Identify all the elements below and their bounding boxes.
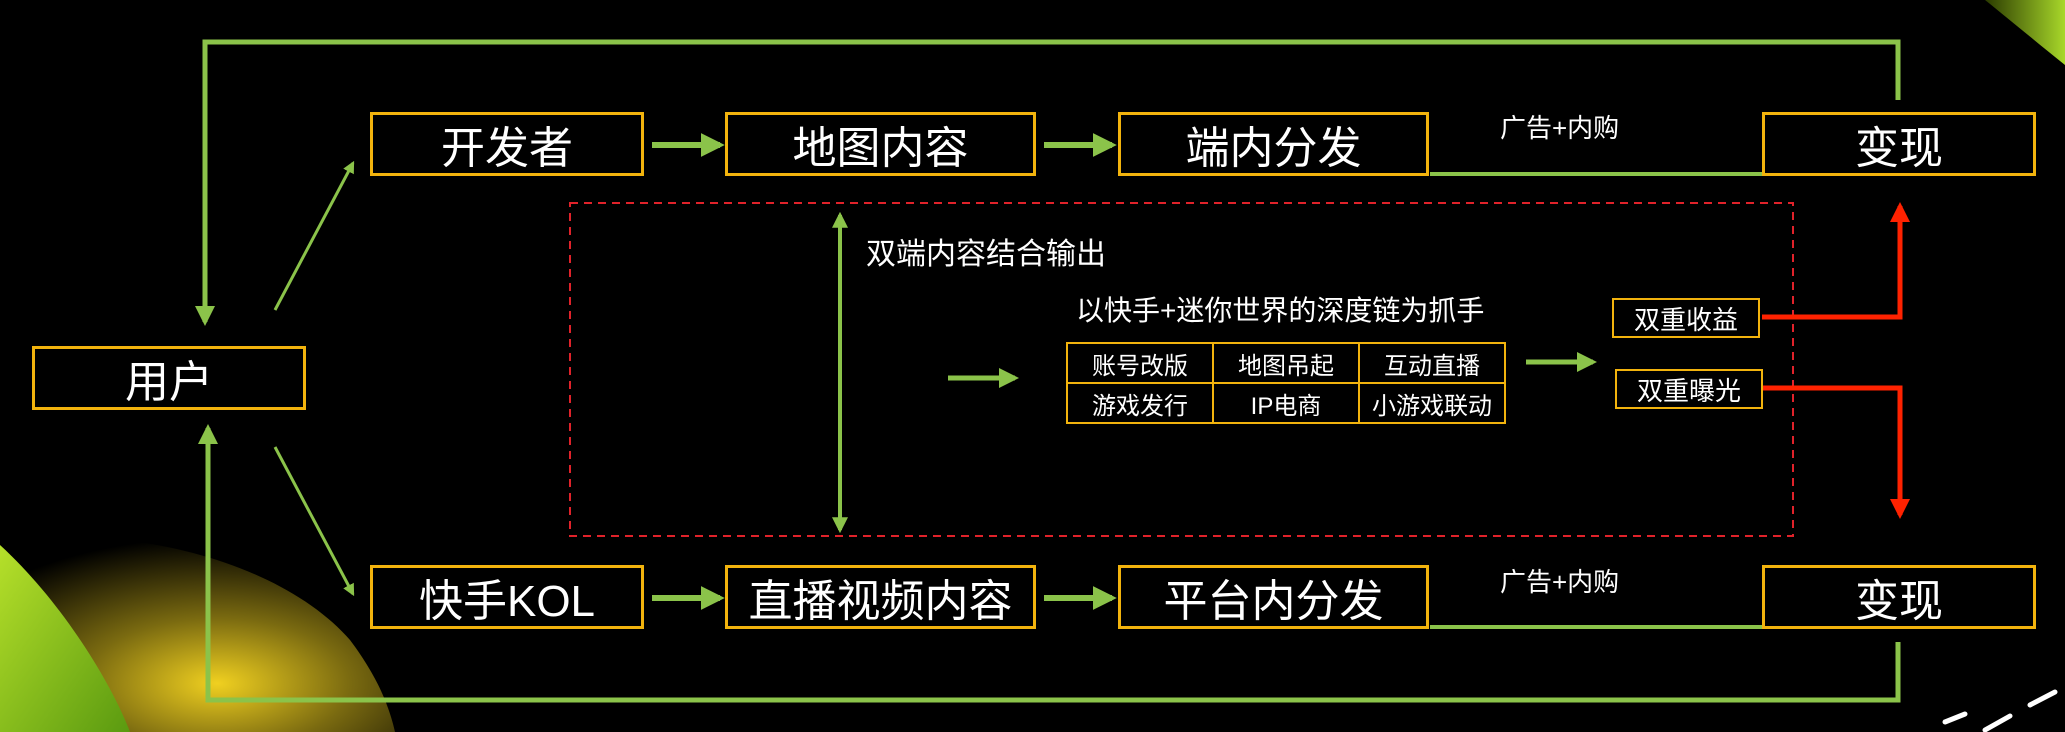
node-dual-exposure: 双重曝光 — [1615, 369, 1763, 409]
label-dual-output: 双端内容结合输出 — [866, 238, 1106, 271]
node-dual-revenue: 双重收益 — [1612, 298, 1760, 338]
loop-line-top — [195, 39, 1901, 326]
loop-line-bottom — [198, 424, 1901, 703]
node-map-content: 地图内容 — [725, 112, 1036, 176]
label-ads-top: 广告+内购 — [1500, 113, 1620, 143]
dashed-container — [569, 202, 1794, 537]
node-platform-dist: 平台内分发 — [1118, 565, 1429, 629]
node-live-video: 直播视频内容 — [725, 565, 1036, 629]
grid-cell-interactive-live: 互动直播 — [1358, 342, 1506, 384]
grid-cell-ip-ecommerce: IP电商 — [1212, 382, 1360, 424]
grid-cell-map-launch: 地图吊起 — [1212, 342, 1360, 384]
label-grip-title: 以快手+迷你世界的深度链为抓手 — [1076, 295, 1485, 326]
node-monetize-top: 变现 — [1762, 112, 2036, 176]
grid-cell-game-publishing: 游戏发行 — [1066, 382, 1214, 424]
arrow-user-developer — [273, 160, 355, 311]
grid-cell-account-revamp: 账号改版 — [1066, 342, 1214, 384]
decorative-swoosh-bottom-left — [0, 537, 395, 732]
node-kol: 快手KOL — [370, 565, 644, 629]
grid-cell-minigame-linkage: 小游戏联动 — [1358, 382, 1506, 424]
node-developer: 开发者 — [370, 112, 644, 176]
red-arrow-exposure — [1762, 385, 1910, 519]
decorative-swoosh-top-right — [1985, 0, 2065, 65]
node-monetize-bottom: 变现 — [1762, 565, 2036, 629]
node-user: 用户 — [32, 346, 306, 410]
decorative-strokes-bottom-right — [1942, 689, 2058, 732]
arrow-user-kol — [273, 446, 355, 597]
label-ads-bottom: 广告+内购 — [1500, 567, 1620, 597]
red-arrow-revenue — [1762, 202, 1910, 320]
node-in-app-dist: 端内分发 — [1118, 112, 1429, 176]
